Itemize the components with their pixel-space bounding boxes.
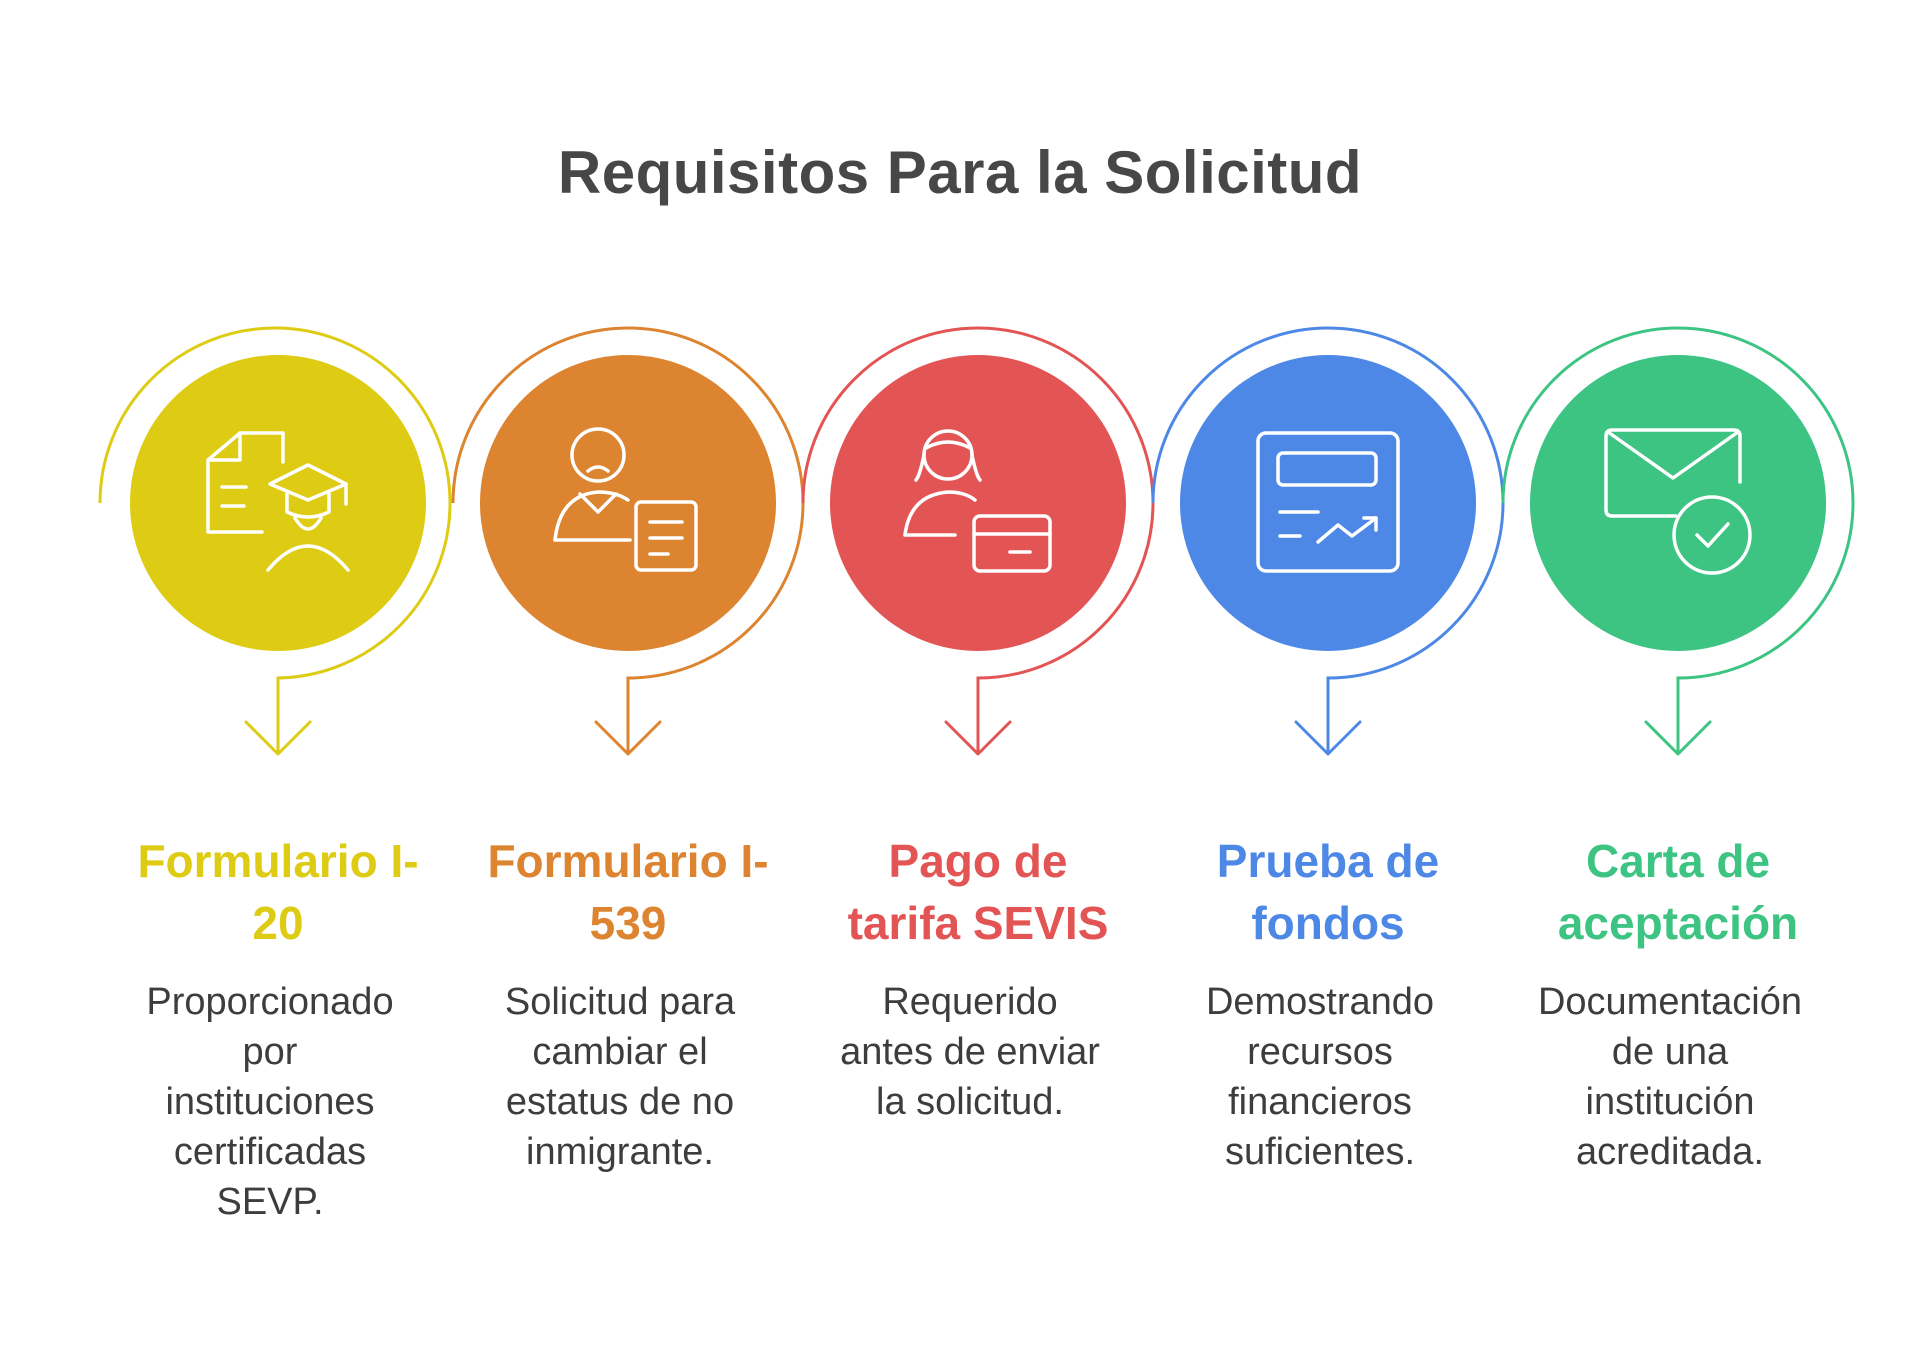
step-3-description-line: Requerido	[882, 981, 1058, 1023]
step-5-description-line: acreditada.	[1575, 1131, 1764, 1173]
step-4-description-line: suficientes.	[1224, 1131, 1416, 1173]
step-1-heading-line-2: 20	[252, 897, 304, 949]
step-2-description: Solicitud para cambiar el estatus de no …	[470, 977, 770, 1177]
step-4-description-line: Demostrando	[1205, 981, 1435, 1023]
step-5-connector-arc	[1501, 326, 1855, 752]
step-3-description: Requerido antes de enviar la solicitud.	[820, 977, 1120, 1127]
step-1-description-line: certificadas	[173, 1131, 367, 1173]
step-5	[1501, 326, 1855, 756]
step-2	[451, 326, 805, 756]
step-3	[801, 326, 1155, 756]
envelope-check-icon	[1604, 428, 1752, 575]
step-2-circle	[480, 355, 776, 651]
step-5-heading-line-2: aceptación	[1557, 897, 1799, 949]
step-3-description-line: la solicitud.	[876, 1081, 1064, 1123]
diagram-title: Requisitos Para la Solicitud	[557, 139, 1363, 206]
step-5-description-line: de una	[1611, 1031, 1729, 1073]
step-1-description-line: por	[242, 1031, 298, 1073]
step-2-arrow-icon	[594, 720, 662, 756]
step-3-description-line: antes de enviar	[840, 1031, 1100, 1073]
step-4	[1151, 326, 1505, 756]
step-5-description: Documentación de una institución acredit…	[1520, 977, 1820, 1177]
step-3-connector-arc	[801, 326, 1155, 752]
step-4-description-line: recursos	[1247, 1031, 1393, 1073]
document-graduate-icon	[206, 431, 350, 572]
step-2-description-line: inmigrante.	[526, 1131, 714, 1173]
step-1-connector-arc	[98, 326, 452, 752]
step-5-heading-line-1: Carta de	[1585, 835, 1771, 887]
step-4-heading-line-2: fondos	[1251, 897, 1405, 949]
step-3-arrow-icon	[944, 720, 1012, 756]
step-4-description: Demostrando recursos financieros suficie…	[1170, 977, 1470, 1177]
step-4-heading: Prueba de fondos	[1163, 830, 1493, 954]
step-4-description-line: financieros	[1228, 1081, 1412, 1123]
step-4-circle	[1180, 355, 1476, 651]
step-1-heading-line-1: Formulario I-	[137, 835, 419, 887]
step-5-description-line: institución	[1585, 1081, 1755, 1123]
step-2-description-line: estatus de no	[505, 1081, 735, 1123]
step-5-description-line: Documentación	[1537, 981, 1803, 1023]
step-1-description-line: instituciones	[165, 1081, 375, 1123]
step-5-arrow-icon	[1644, 720, 1712, 756]
step-1-description: Proporcionado por instituciones certific…	[120, 977, 420, 1227]
step-1-heading: Formulario I- 20	[113, 830, 443, 954]
step-4-connector-arc	[1151, 326, 1505, 752]
step-2-description-line: cambiar el	[532, 1031, 708, 1073]
step-4-heading-line-1: Prueba de	[1216, 835, 1440, 887]
step-3-heading-line-2: tarifa SEVIS	[847, 897, 1109, 949]
step-2-heading-line-1: Formulario I-	[487, 835, 769, 887]
step-3-heading: Pago de tarifa SEVIS	[813, 830, 1143, 954]
step-2-connector-arc	[451, 326, 805, 752]
step-5-circle	[1530, 355, 1826, 651]
step-1	[98, 326, 452, 756]
step-5-heading: Carta de aceptación	[1513, 830, 1843, 954]
person-card-payment-icon	[903, 429, 1052, 573]
step-2-description-line: Solicitud para	[504, 981, 736, 1023]
step-1-description-line: SEVP.	[216, 1181, 324, 1223]
step-1-description-line: Proporcionado	[146, 981, 394, 1023]
step-3-circle	[830, 355, 1126, 651]
step-2-heading-line-2: 539	[589, 897, 667, 949]
step-4-arrow-icon	[1294, 720, 1362, 756]
person-document-icon	[553, 427, 698, 572]
step-1-arrow-icon	[244, 720, 312, 756]
step-3-heading-line-1: Pago de	[888, 835, 1068, 887]
step-1-circle	[130, 355, 426, 651]
step-2-heading: Formulario I- 539	[463, 830, 793, 954]
financial-chart-icon	[1256, 431, 1400, 573]
